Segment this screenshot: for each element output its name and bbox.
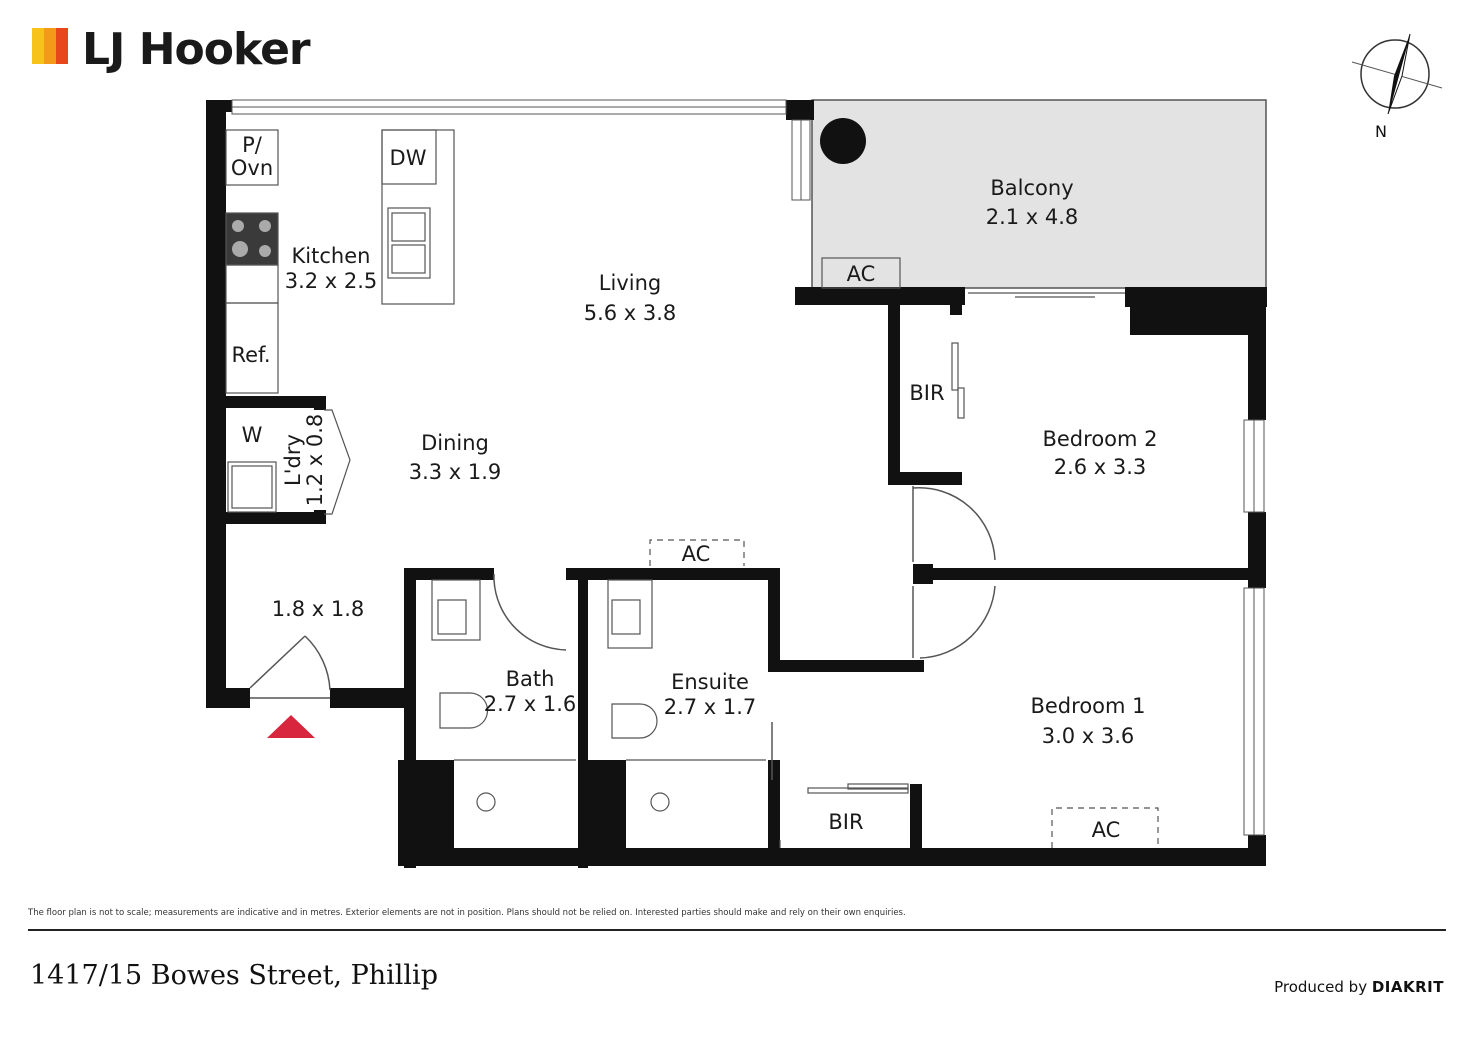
- internal-doors: [493, 486, 996, 780]
- bed2-balcony-door: [968, 292, 1125, 298]
- right-windows: [1243, 419, 1265, 836]
- ensuite-size: 2.7 x 1.7: [664, 695, 757, 719]
- fridge-label: Ref.: [231, 343, 270, 367]
- brand-name: LJ Hooker: [82, 24, 311, 75]
- fixture-labels: P/ Ovn DW Ref. W BIR BIR AC AC AC: [231, 133, 1120, 842]
- bedroom2-size: 2.6 x 3.3: [1054, 455, 1147, 479]
- oven-label-1: P/: [242, 133, 263, 157]
- bir-bed2-doors: [951, 342, 965, 419]
- entry-marker: [267, 715, 315, 738]
- oven-label-2: Ovn: [231, 156, 273, 180]
- producer-credit: Produced by DIAKRIT: [1274, 978, 1444, 996]
- balcony-area: [811, 99, 1267, 289]
- entry-door: [249, 635, 331, 699]
- top-window: [231, 99, 787, 115]
- living-label: Living: [599, 271, 661, 295]
- dishwasher-label: DW: [390, 146, 427, 170]
- laundry-label: L'dry: [281, 434, 305, 486]
- compass-label: N: [1375, 122, 1387, 140]
- dining-size: 3.3 x 1.9: [409, 460, 502, 484]
- bath-fixtures: [431, 579, 766, 812]
- cooktop-burners: [232, 220, 271, 257]
- disclaimer: The floor plan is not to scale; measurem…: [28, 908, 906, 918]
- balcony-label: Balcony: [990, 176, 1073, 200]
- compass-icon: N: [1351, 33, 1443, 141]
- ac-units: [649, 257, 1159, 848]
- producer-name: DIAKRIT: [1371, 978, 1444, 996]
- washer-label: W: [242, 423, 263, 447]
- balcony-size: 2.1 x 4.8: [986, 205, 1079, 229]
- footer-divider: [28, 929, 1446, 931]
- north-compass: N: [1350, 30, 1450, 144]
- bir-bed1-label: BIR: [828, 810, 863, 834]
- produced-by-label: Produced by: [1274, 978, 1368, 996]
- ac-hall-label: AC: [682, 542, 711, 566]
- laundry-size: 1.2 x 0.8: [303, 414, 327, 507]
- balcony-column: [820, 118, 866, 164]
- ac-bed1-label: AC: [1092, 818, 1121, 842]
- floor-plan: Kitchen 3.2 x 2.5 Living 5.6 x 3.8 Balco…: [206, 99, 1267, 868]
- laundry-labels: L'dry 1.2 x 0.8: [281, 414, 327, 507]
- living-size: 5.6 x 3.8: [584, 301, 677, 325]
- dining-label: Dining: [421, 431, 489, 455]
- ensuite-label: Ensuite: [671, 670, 749, 694]
- property-address: 1417/15 Bowes Street, Phillip: [30, 960, 438, 991]
- kitchen-label: Kitchen: [292, 244, 371, 268]
- bedroom1-size: 3.0 x 3.6: [1042, 724, 1135, 748]
- bath-size: 2.7 x 1.6: [484, 692, 577, 716]
- ac-balcony-label: AC: [847, 262, 876, 286]
- entry-size: 1.8 x 1.8: [272, 597, 365, 621]
- bedroom1-label: Bedroom 1: [1030, 694, 1145, 718]
- balcony-door: [791, 119, 811, 201]
- kitchen-size: 3.2 x 2.5: [285, 269, 378, 293]
- bir-bed2-label: BIR: [909, 381, 944, 405]
- walls: [206, 100, 1267, 868]
- bedroom2-label: Bedroom 2: [1042, 427, 1157, 451]
- laundry-fixtures: [227, 409, 351, 515]
- bath-label: Bath: [506, 667, 555, 691]
- bir-bed1-doors: [779, 783, 909, 848]
- room-labels: Kitchen 3.2 x 2.5 Living 5.6 x 3.8 Balco…: [272, 176, 1158, 748]
